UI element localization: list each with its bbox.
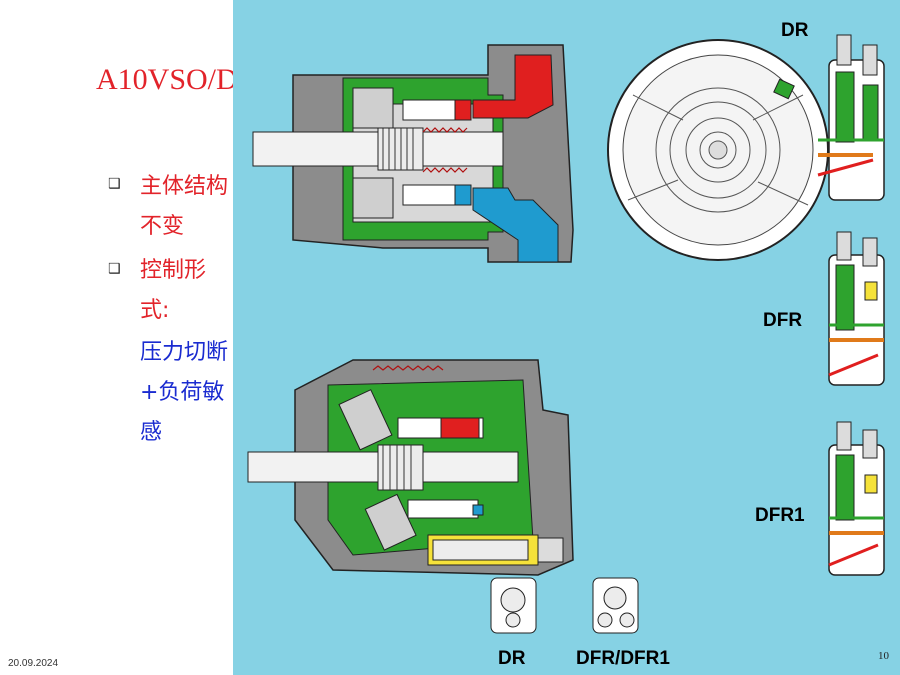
end-view-dfr [592, 577, 639, 634]
bullet-1-text: 主体结构不变 [140, 174, 229, 239]
control-valve-dr [817, 34, 885, 201]
bullet-square-icon: ❑ [108, 176, 121, 192]
label-dfr: DFR [763, 310, 803, 331]
pump-cutaway-drawings [247, 34, 885, 634]
slide-title: A10VSO/DFR1 [96, 63, 290, 96]
text-panel: A10VSO/DFR1 ❑ 主体结构不变 ❑ 控制形式: 压力切断+负荷敏感 2… [0, 0, 290, 675]
page-number: 10 [878, 650, 889, 662]
label-dr-bottom: DR [498, 648, 526, 669]
control-valve-dfr1 [828, 421, 885, 576]
bullet-2-text: 控制形式: [140, 258, 207, 323]
label-dfr-dfr1: DFR/DFR1 [576, 648, 670, 669]
pump-bottom-section [247, 359, 574, 576]
pump-top-section [252, 44, 574, 263]
pump-front-view [607, 39, 829, 261]
slide-date: 20.09.2024 [8, 658, 59, 669]
bullet-2-subtext: 压力切断+负荷敏感 [140, 340, 229, 445]
label-dr-top: DR [781, 20, 809, 41]
pump-figure-panel: DR DFR DFR1 DR DFR/DFR1 [233, 0, 900, 675]
end-view-dr [490, 577, 537, 634]
label-dfr1: DFR1 [755, 505, 805, 526]
control-valve-dfr [828, 231, 885, 386]
bullet-square-icon: ❑ [108, 261, 121, 277]
